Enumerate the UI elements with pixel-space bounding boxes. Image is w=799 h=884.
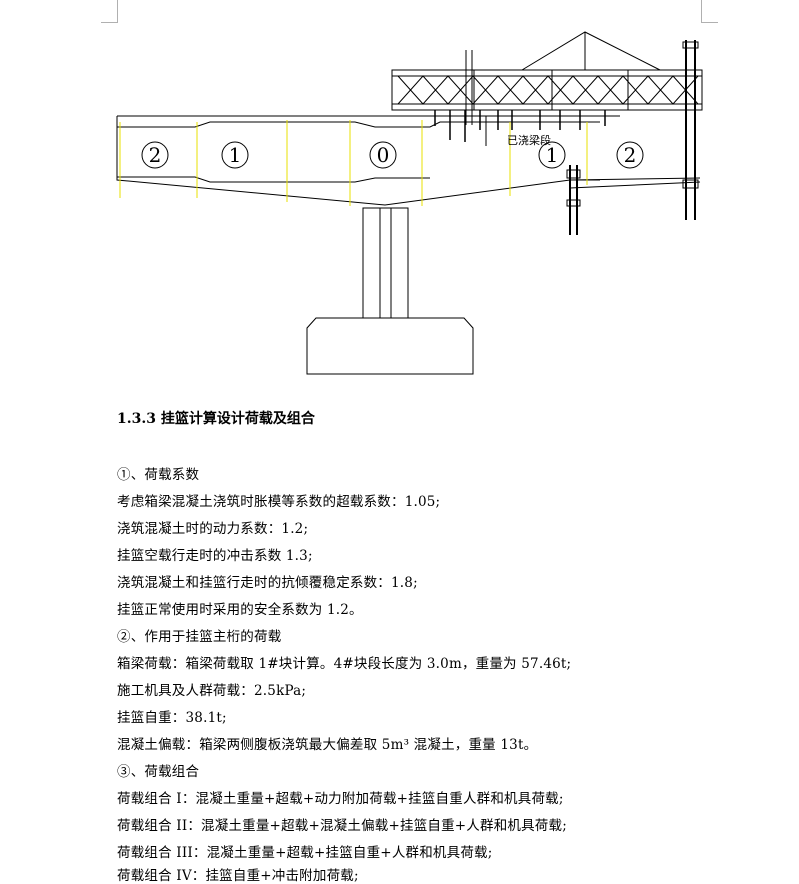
subheading-load-combinations: ③、荷载组合 xyxy=(117,764,200,780)
box-girder xyxy=(116,115,701,206)
section-heading: 1.3.3 挂篮计算设计荷载及组合 xyxy=(117,411,315,427)
page-corner-mark-left xyxy=(101,0,118,23)
segment-number-1-left: 1 xyxy=(229,143,242,167)
subheading-load-factors: ①、荷载系数 xyxy=(117,467,200,483)
text-line: 荷载组合 IV：挂篮自重+冲击附加荷载; xyxy=(117,868,359,884)
text-line: 挂篮自重：38.1t; xyxy=(117,710,227,726)
text-line: 挂篮空载行走时的冲击系数 1.3; xyxy=(117,548,313,564)
text-line: 荷载组合 I：混凝土重量+超载+动力附加荷载+挂篮自重人群和机具荷载; xyxy=(117,791,564,807)
text-line: 考虑箱梁混凝土浇筑时胀模等系数的超载系数：1.05; xyxy=(117,494,441,510)
hanging-rods xyxy=(434,110,606,142)
text-line: 箱梁荷载：箱梁荷载取 1#块计算。4#块段长度为 3.0m，重量为 57.46t… xyxy=(117,656,572,672)
text-line: 挂篮正常使用时采用的安全系数为 1.2。 xyxy=(117,602,363,618)
segment-number-2-right: 2 xyxy=(624,143,637,167)
text-line: 浇筑混凝土时的动力系数：1.2; xyxy=(117,521,309,537)
text-line: 浇筑混凝土和挂篮行走时的抗倾覆稳定系数：1.8; xyxy=(117,575,418,591)
segment-number-1-right: 1 xyxy=(546,143,559,167)
text-line: 荷载组合 III：混凝土重量+超载+挂篮自重+人群和机具荷载; xyxy=(117,845,493,861)
segment-numbers: 2 1 0 1 2 xyxy=(141,141,644,169)
text-line: 荷载组合 II：混凝土重量+超载+混凝土偏载+挂篮自重+人群和机具荷载; xyxy=(117,818,567,834)
form-traveller-truss xyxy=(391,31,703,235)
poured-segment-label: 已浇梁段 xyxy=(507,133,551,147)
segment-number-0: 0 xyxy=(377,143,390,167)
text-line: 混凝土偏载：箱梁两侧腹板浇筑最大偏差取 5m³ 混凝土，重量 13t。 xyxy=(117,737,538,753)
pier xyxy=(306,207,474,375)
segment-lines xyxy=(119,120,588,206)
subheading-main-truss-loads: ②、作用于挂篮主桁的荷载 xyxy=(117,629,282,645)
bridge-drawing: 2 1 0 1 2 xyxy=(116,31,703,375)
text-line: 施工机具及人群荷载：2.5kPa; xyxy=(117,683,307,699)
page-corner-mark-right xyxy=(701,0,718,23)
segment-number-2-left: 2 xyxy=(149,143,162,167)
